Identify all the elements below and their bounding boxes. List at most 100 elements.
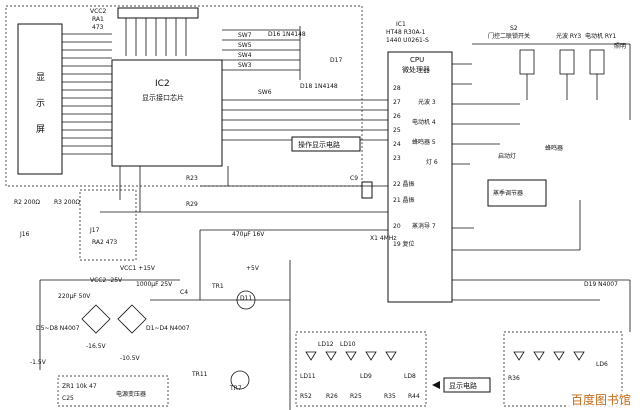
heat-adjuster-label: 蒸季调节器 — [493, 189, 523, 197]
door-switch-label: 门控二联锁开关 — [488, 32, 530, 40]
sw7-label: SW7 — [238, 32, 252, 39]
s2-label: S2 — [510, 25, 518, 32]
r2-label: R2 200Ω — [14, 199, 40, 206]
ic2-name: IC2 — [155, 79, 170, 89]
transformer-enclosure — [57, 375, 169, 407]
lamp-label: 照明 — [614, 43, 626, 50]
motor-relay-label: 电动机 RY1 — [585, 32, 616, 40]
d19-label: D19 N4007 — [584, 281, 618, 288]
ic2-chip — [111, 59, 223, 167]
watermark: 百度图书馆 — [567, 391, 634, 408]
cpu-pin-24: 24 — [393, 141, 401, 148]
d18-label: D18 1N4148 — [300, 83, 338, 90]
ic1-part2: 1440 U0261-S — [386, 37, 429, 44]
cpu-description: 微处理器 — [402, 65, 430, 74]
cpu-pin-light: 光波 3 — [418, 98, 436, 106]
crystal-x1 — [361, 181, 373, 199]
interface-enclosure — [5, 5, 363, 187]
ra1-value: 473 — [92, 24, 104, 31]
j17-label: J17 — [89, 227, 100, 234]
display-label-2: 示 — [36, 99, 45, 109]
ra2-label: RA2 473 — [92, 239, 117, 246]
cap-220-label: 220μF 50V — [58, 293, 91, 300]
voltage-neg10: -10.5V — [120, 355, 141, 362]
vcc2-bottom-label: VCC2 -25V — [90, 277, 123, 284]
led-array-enclosure — [295, 331, 427, 407]
cpu-pin-20: 20 — [393, 223, 401, 230]
ld8-label: LD8 — [404, 373, 416, 380]
op-circuit-callout — [291, 136, 361, 152]
cpu-pin-21: 21 晶振 — [393, 196, 415, 204]
cpu-pin-28: 28 — [393, 85, 401, 92]
sw4-label: SW4 — [238, 52, 252, 59]
d1-d4-label: D1~D4 N4007 — [146, 325, 190, 332]
r25-label: R25 — [350, 393, 362, 400]
buzzer-label: 蜂鸣器 — [545, 144, 563, 152]
ra2-enclosure — [79, 189, 137, 261]
op-circuit-label: 操作显示电路 — [298, 140, 340, 149]
d17-label: D17 — [330, 57, 342, 64]
cpu-pin-27: 27 — [393, 99, 401, 106]
ic2-description: 显示接口芯片 — [142, 93, 184, 102]
r48-label: TR11 — [191, 371, 208, 378]
d5-d8-label: D5~D8 N4007 — [36, 325, 80, 332]
ld9-label: LD9 — [360, 373, 372, 380]
cap-470-a: 470μF 16V — [232, 231, 265, 238]
tr1-label: C4 — [180, 289, 188, 296]
ic1-part1: HT48 R30A-1 — [386, 29, 426, 36]
r52-label: R52 — [300, 393, 312, 400]
cpu-pin-lamp: 灯 6 — [426, 158, 438, 166]
cpu-chip — [387, 51, 453, 303]
cpu-pin-buzzer: 蜂鸣器 5 — [412, 138, 436, 146]
tr7-label: D11 — [240, 295, 252, 302]
vcc2-label: VCC2 — [90, 8, 106, 15]
crystal-label: C9 — [350, 175, 358, 182]
cpu-pin-19: 19 复位 — [393, 240, 415, 248]
light-relay-label: 光波 RY3 — [556, 32, 581, 40]
voltage-neg1: -1.5V — [30, 359, 47, 366]
d16-label: D16 1N4148 — [268, 31, 306, 38]
display-label-3: 屏 — [36, 124, 45, 135]
ld12-label: LD12 — [318, 341, 334, 348]
disp-arrow — [432, 381, 440, 389]
cpu-pin-25: 25 — [393, 127, 401, 134]
heat-adjuster-box — [487, 179, 547, 207]
ic1-name: IC1 — [396, 21, 406, 28]
cap-1000-label: 1000μF 25V — [136, 281, 173, 288]
ld11-label: LD11 — [300, 373, 316, 380]
cpu-pin-26: 26 — [393, 113, 401, 120]
c13-label: X1 4MHz — [370, 235, 397, 242]
r36-label: R36 — [508, 375, 520, 382]
j16-label: J16 — [19, 231, 30, 238]
vcc1-label: VCC1 +15V — [120, 265, 156, 272]
sw6-label: SW6 — [258, 89, 272, 96]
display-label-1: 显 — [36, 72, 45, 83]
cpu-pin-motor: 电动机 4 — [412, 118, 436, 126]
resistor-array-ra1 — [117, 7, 199, 19]
voltage-5v-a: +5V — [246, 265, 260, 272]
r44-label: R44 — [408, 393, 420, 400]
display-panel — [17, 23, 63, 175]
start-lamp-label: 启动灯 — [498, 152, 516, 160]
cpu-pin-22: 22 晶振 — [393, 180, 415, 188]
r3-label: R3 200Ω — [54, 199, 80, 206]
cpu-pin-23: 23 — [393, 155, 401, 162]
ra1-label: RA1 — [92, 16, 104, 23]
ld6-label: LD6 — [596, 361, 608, 368]
ld10-label: LD10 — [340, 341, 356, 348]
transformer-label: 电源变压器 — [116, 390, 146, 398]
r23-label: R29 — [186, 201, 198, 208]
disp-circuit-label: 显示电路 — [449, 381, 477, 390]
cpu-pin-7: 蒸消导 7 — [412, 222, 436, 230]
c25-label: C25 — [62, 395, 74, 402]
disp-circuit-callout — [443, 377, 491, 393]
sw3-label: SW3 — [238, 62, 252, 69]
d11-label: TR1 — [211, 283, 224, 290]
tr11-label: TR7 — [229, 385, 242, 392]
r26-label: R26 — [326, 393, 338, 400]
voltage-neg16: -16.5V — [86, 343, 107, 350]
zr1-label: ZR1 10k 47 — [62, 383, 97, 390]
sw5-label: SW5 — [238, 42, 252, 49]
